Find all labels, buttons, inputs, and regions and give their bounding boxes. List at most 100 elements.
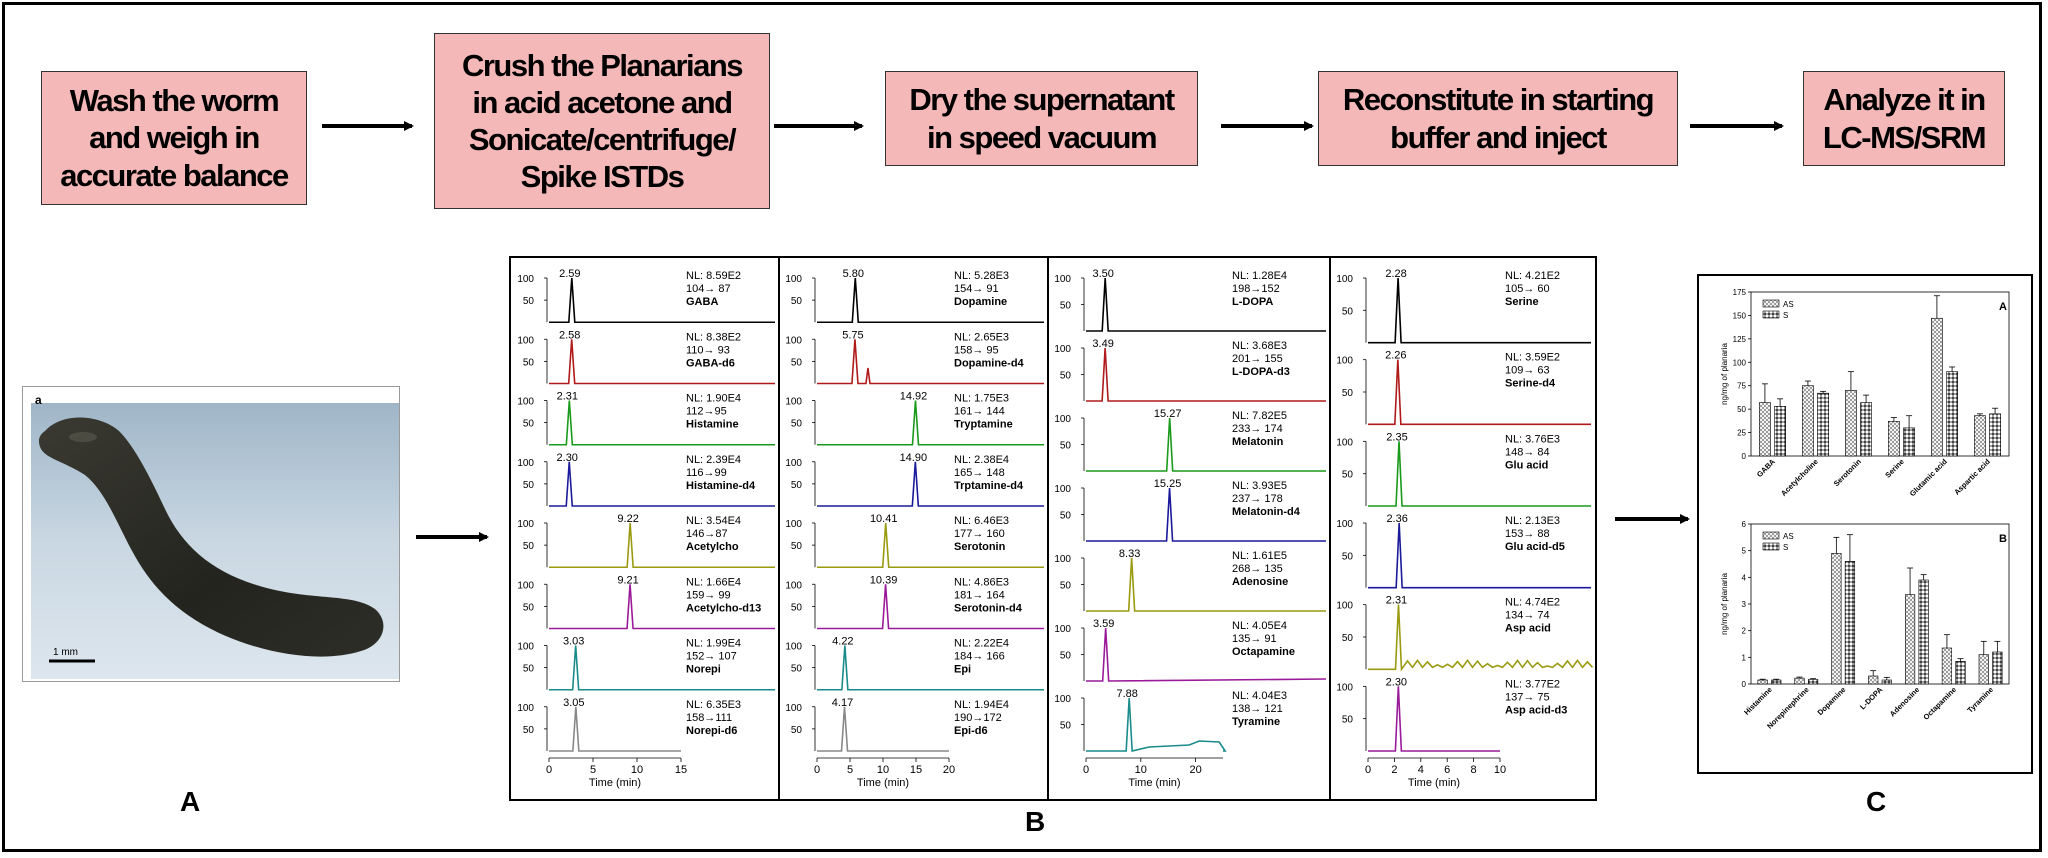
- y-tick-label: 2: [1742, 627, 1747, 636]
- x-tick-label: 20: [943, 764, 955, 776]
- compound-label: L-DOPA: [1232, 296, 1273, 308]
- peak-label: 3.59: [1093, 618, 1114, 630]
- workflow-step-line: and weigh in: [89, 120, 260, 156]
- trace-line: [817, 461, 1044, 507]
- x-tick-label: 15: [910, 764, 922, 776]
- category-label: Glutamic acid: [1908, 457, 1949, 498]
- x-tick-label: 10: [877, 764, 889, 776]
- x-tick-label: 0: [1365, 764, 1371, 776]
- trace-line: [817, 339, 1044, 385]
- compound-label: Acetylcho: [686, 541, 739, 553]
- peak-label: 2.28: [1385, 268, 1406, 280]
- workflow-step-line: in acid acetone and: [472, 84, 733, 120]
- y-tick-label: 150: [1733, 311, 1747, 320]
- nl-label: NL: 1.94E4: [954, 699, 1009, 711]
- nl-label: NL: 2.38E4: [954, 454, 1009, 466]
- compound-label: L-DOPA-d3: [1232, 366, 1290, 378]
- peak-label: 7.88: [1116, 688, 1137, 700]
- compound-label: Acetylcho-d13: [686, 602, 761, 614]
- y-tick-label: 50: [1060, 371, 1072, 382]
- x-tick-label: 0: [1083, 764, 1089, 776]
- nl-label: NL: 8.59E2: [686, 270, 741, 282]
- mz-label: 148→ 84: [1505, 446, 1550, 458]
- compound-label: Tryptamine: [954, 419, 1013, 431]
- category-label: Octapamine: [1921, 685, 1958, 722]
- nl-label: NL: 5.28E3: [954, 270, 1009, 282]
- mz-label: 109→ 63: [1505, 365, 1550, 377]
- x-tick-label: 2: [1391, 764, 1397, 776]
- compound-label: Serine-d4: [1505, 378, 1556, 390]
- mz-label: 177→ 160: [954, 528, 1005, 540]
- y-tick-label: 50: [1737, 405, 1746, 414]
- y-tick-label: 100: [517, 580, 534, 591]
- peak-label: 2.26: [1385, 350, 1406, 362]
- compound-label: Trptamine-d4: [954, 480, 1024, 492]
- workflow-step-line: buffer and inject: [1390, 119, 1607, 155]
- trace-line: [817, 277, 1044, 324]
- nl-label: NL: 1.90E4: [686, 393, 741, 405]
- y-tick-label: 100: [1054, 624, 1071, 635]
- compound-label: Glu acid: [1505, 459, 1548, 471]
- peak-label: 10.39: [870, 574, 898, 586]
- compound-label: Adenosine: [1232, 576, 1288, 588]
- category-label: Histamine: [1742, 685, 1774, 717]
- x-axis-title: Time (min): [1408, 777, 1460, 789]
- compound-label: Glu acid-d5: [1505, 541, 1565, 553]
- bar: [1918, 579, 1929, 685]
- mz-label: 159→ 99: [686, 589, 731, 601]
- y-tick-label: 50: [523, 664, 535, 675]
- compound-label: GABA-d6: [686, 357, 735, 369]
- trace-line: [1086, 697, 1227, 752]
- y-tick-label: 100: [517, 274, 534, 285]
- nl-label: NL: 2.13E3: [1505, 515, 1560, 527]
- trace-line: [1086, 487, 1326, 542]
- peak-label: 9.21: [617, 574, 638, 586]
- peak-label: 3.49: [1092, 338, 1113, 350]
- y-tick-label: 50: [1342, 715, 1354, 726]
- nl-label: NL: 4.21E2: [1505, 270, 1560, 282]
- planarian-body: [38, 417, 384, 657]
- y-tick-label: 50: [791, 602, 803, 613]
- legend-label: S: [1783, 311, 1788, 320]
- y-tick-label: 50: [791, 357, 803, 368]
- y-tick-label: 0: [1742, 452, 1747, 461]
- trace-line: [1368, 522, 1591, 589]
- y-tick-label: 50: [791, 725, 803, 736]
- mz-label: 198→152: [1232, 283, 1280, 295]
- legend-swatch: [1762, 531, 1780, 540]
- compound-label: Dopamine: [954, 296, 1007, 308]
- y-tick-label: 175: [1733, 288, 1747, 297]
- bar: [1868, 675, 1879, 685]
- bar: [1757, 679, 1768, 685]
- trace-line: [1086, 417, 1326, 472]
- peak-label: 10.41: [870, 513, 898, 525]
- bar: [1817, 392, 1829, 457]
- y-tick-label: 4: [1742, 573, 1747, 582]
- plot-frame: [1750, 523, 2010, 685]
- y-tick-label: 50: [523, 602, 535, 613]
- mz-label: 104→ 87: [686, 283, 731, 295]
- trace-line: [549, 645, 775, 691]
- compound-label: Epi: [954, 664, 971, 676]
- trace-line: [817, 522, 1044, 569]
- workflow-step-line: Sonicate/centrifuge/: [468, 122, 737, 157]
- y-tick-label: 100: [785, 703, 802, 714]
- x-tick-label: 10: [1494, 764, 1506, 776]
- trace-line: [549, 461, 775, 507]
- y-tick-label: 50: [1060, 511, 1072, 522]
